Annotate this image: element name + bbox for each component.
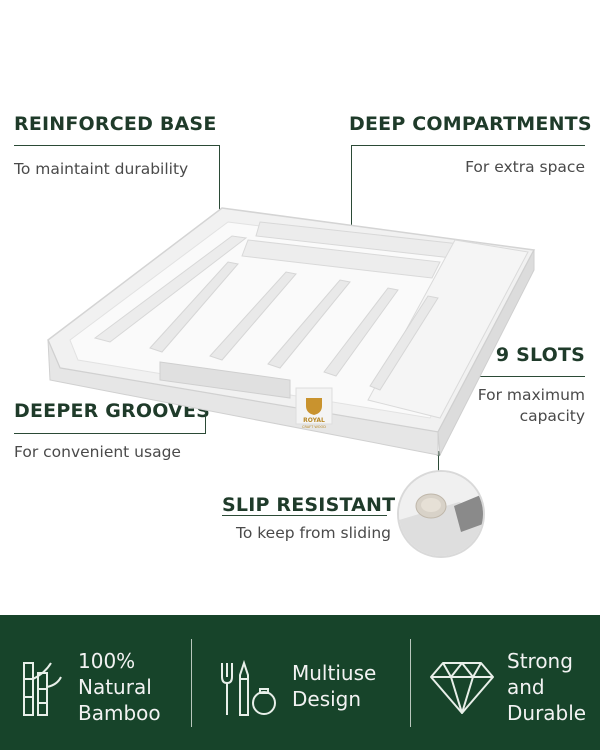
utensils-icon <box>221 659 276 716</box>
nine-slots-subtitle-line1: For maximum <box>477 386 585 404</box>
deeper-grooves-subtitle: For convenient usage <box>14 443 181 461</box>
nine-slots-leader <box>431 376 585 377</box>
feature-durable: Strong and Durable <box>411 615 600 750</box>
deep-compartments-leader-v <box>351 145 352 231</box>
feature-bamboo-line2: Natural <box>78 675 152 699</box>
feature-bamboo-line1: 100% <box>78 649 136 673</box>
feature-durable-line2: and <box>507 675 545 699</box>
slip-resistant-subtitle: To keep from sliding <box>236 524 391 542</box>
feature-durable-line3: Durable <box>507 701 587 725</box>
nine-slots-subtitle-line2: capacity <box>519 407 585 425</box>
brand-logo-sub: CRAFT WOOD <box>302 425 326 429</box>
feature-multiuse-line2: Design <box>292 687 362 711</box>
bamboo-icon <box>23 662 62 716</box>
feature-multiuse-line1: Multiuse <box>292 661 377 685</box>
deep-compartments-title: DEEP COMPARTMENTS <box>349 113 592 135</box>
slip-resistant-leader-h <box>222 515 387 516</box>
reinforced-base-leader-h <box>14 145 219 146</box>
slip-resistant-title: SLIP RESISTANT <box>222 494 396 516</box>
deeper-grooves-leader-h <box>14 433 205 434</box>
feature-divider-2 <box>410 639 411 727</box>
reinforced-base-title: REINFORCED BASE <box>14 113 217 135</box>
cutlery-tray-image: ROYAL CRAFT WOOD <box>47 207 536 457</box>
deep-compartments-leader-h <box>351 145 585 146</box>
nine-slots-title: 9 SLOTS <box>495 344 585 366</box>
feature-durable-line1: Strong <box>507 649 573 673</box>
feature-multiuse: Multiuse Design <box>192 615 410 750</box>
reinforced-base-subtitle: To maintaint durability <box>14 160 189 178</box>
deep-compartments-subtitle: For extra space <box>465 158 585 176</box>
reinforced-base-leader-v <box>219 145 220 215</box>
feature-bamboo: 100% Natural Bamboo <box>0 615 190 750</box>
diamond-icon <box>430 662 494 714</box>
slip-resistant-leader-v <box>438 453 439 473</box>
features-bar: 100% Natural Bamboo Multiuse Design <box>0 615 600 750</box>
brand-logo-icon <box>306 398 322 415</box>
brand-logo-text: ROYAL <box>303 417 325 424</box>
slip-pad-closeup <box>397 470 485 558</box>
deeper-grooves-title: DEEPER GROOVES <box>14 400 211 422</box>
feature-divider-1 <box>191 639 192 727</box>
feature-bamboo-line3: Bamboo <box>78 701 161 725</box>
